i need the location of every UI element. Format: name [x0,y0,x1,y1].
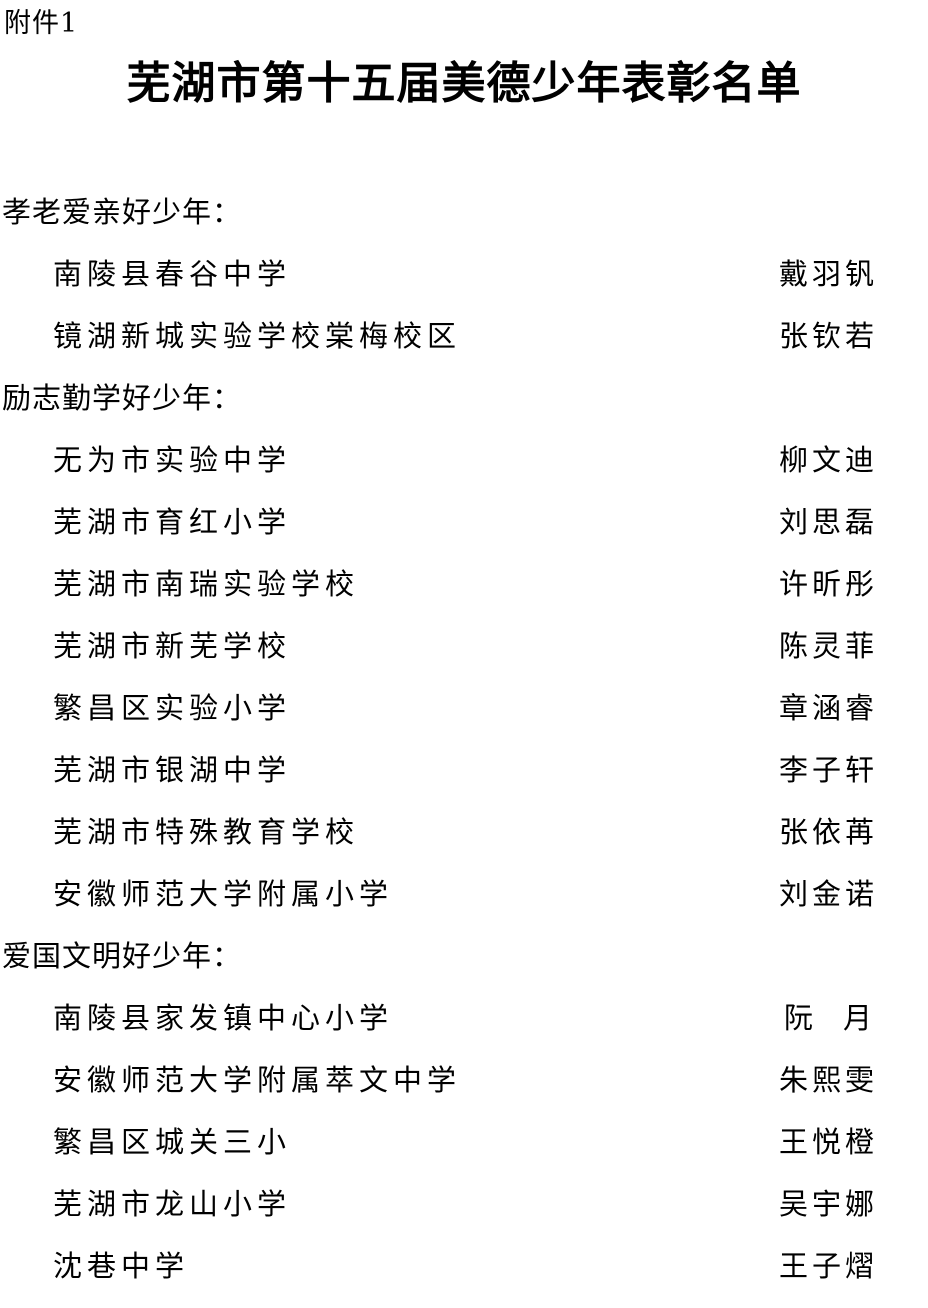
student-name: 许昕彤 [778,567,878,601]
school-name: 南陵县家发镇中心小学 [53,1001,394,1035]
school-name: 芜湖市新芜学校 [53,629,292,663]
student-name: 张钦若 [778,319,878,353]
student-name: 王悦橙 [778,1125,878,1159]
list-item: 芜湖市特殊教育学校 张依苒 [0,801,928,863]
list-item: 安徽师范大学附属小学 刘金诺 [0,863,928,925]
list-item: 沈巷中学 王子熠 [0,1235,928,1297]
list-item: 南陵县家发镇中心小学 阮月 [0,987,928,1049]
school-name: 南陵县春谷中学 [53,257,292,291]
school-name: 安徽师范大学附属小学 [53,877,394,911]
student-name: 柳文迪 [778,443,878,477]
list-item: 南陵县春谷中学 戴羽钒 [0,243,928,305]
annex-label: 附件1 [4,8,79,39]
section-heading: 爱国文明好少年： [2,939,243,973]
section-heading: 励志勤学好少年： [2,381,243,415]
student-name: 刘思磊 [778,505,878,539]
list-item: 芜湖市南瑞实验学校 许昕彤 [0,553,928,615]
school-name: 沈巷中学 [53,1249,190,1283]
school-name: 繁昌区实验小学 [53,691,292,725]
honor-list: 孝老爱亲好少年： 南陵县春谷中学 戴羽钒 镜湖新城实验学校棠梅校区 张钦若 励志… [0,181,928,1297]
student-name: 阮月 [783,1001,902,1035]
section-diligent-study: 励志勤学好少年： 无为市实验中学 柳文迪 芜湖市育红小学 刘思磊 芜湖市南瑞实验… [0,367,928,925]
student-name: 吴宇娜 [778,1187,878,1221]
list-item: 镜湖新城实验学校棠梅校区 张钦若 [0,305,928,367]
list-item: 安徽师范大学附属萃文中学 朱熙雯 [0,1049,928,1111]
school-name: 芜湖市育红小学 [53,505,292,539]
list-item: 芜湖市新芜学校 陈灵菲 [0,615,928,677]
student-name: 朱熙雯 [778,1063,878,1097]
section-patriotic-civility: 爱国文明好少年： 南陵县家发镇中心小学 阮月 安徽师范大学附属萃文中学 朱熙雯 … [0,925,928,1297]
list-item: 芜湖市银湖中学 李子轩 [0,739,928,801]
list-item: 无为市实验中学 柳文迪 [0,429,928,491]
student-name: 戴羽钒 [778,257,878,291]
school-name: 芜湖市龙山小学 [53,1187,292,1221]
list-item: 芜湖市育红小学 刘思磊 [0,491,928,553]
student-name: 章涵睿 [778,691,878,725]
student-name: 张依苒 [778,815,878,849]
student-name: 王子熠 [778,1249,878,1283]
list-item: 芜湖市龙山小学 吴宇娜 [0,1173,928,1235]
list-item: 繁昌区城关三小 王悦橙 [0,1111,928,1173]
document-title: 芜湖市第十五届美德少年表彰名单 [126,58,802,109]
school-name: 芜湖市银湖中学 [53,753,292,787]
school-name: 无为市实验中学 [53,443,292,477]
school-name: 安徽师范大学附属萃文中学 [53,1063,462,1097]
school-name: 芜湖市南瑞实验学校 [53,567,360,601]
school-name: 芜湖市特殊教育学校 [53,815,360,849]
student-name: 刘金诺 [778,877,878,911]
section-filial-piety: 孝老爱亲好少年： 南陵县春谷中学 戴羽钒 镜湖新城实验学校棠梅校区 张钦若 [0,181,928,367]
list-item: 繁昌区实验小学 章涵睿 [0,677,928,739]
student-name: 陈灵菲 [778,629,878,663]
school-name: 镜湖新城实验学校棠梅校区 [53,319,462,353]
student-name: 李子轩 [778,753,878,787]
school-name: 繁昌区城关三小 [53,1125,292,1159]
section-heading: 孝老爱亲好少年： [2,195,243,229]
